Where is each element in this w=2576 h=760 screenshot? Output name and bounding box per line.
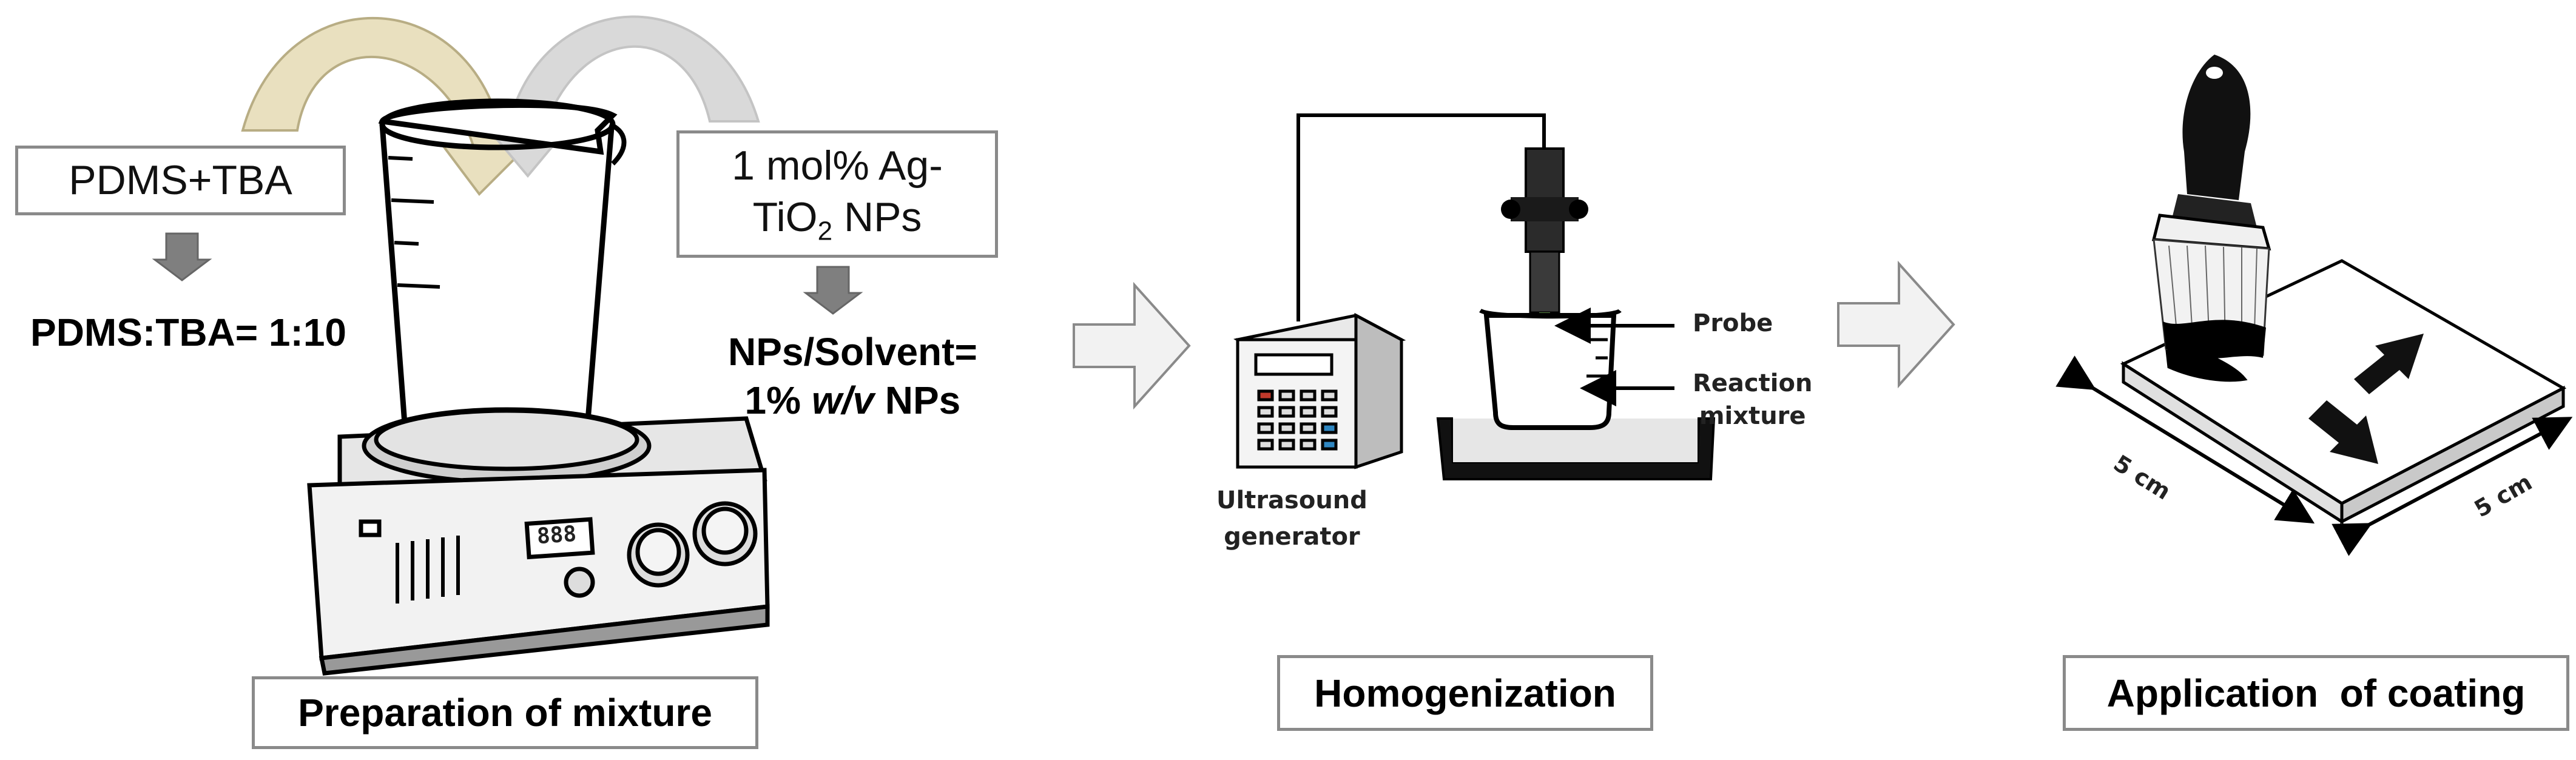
paint-brush-icon bbox=[2151, 55, 2271, 358]
down-arrow-pdms bbox=[152, 232, 212, 281]
pdms-tba-ratio: PDMS:TBA= 1:10 bbox=[30, 311, 346, 354]
ultrasound-cable bbox=[1296, 113, 1546, 321]
reaction-beaker-icon bbox=[1436, 308, 1716, 480]
ag-tio2-line1: 1 mol% Ag- bbox=[732, 143, 943, 189]
ag-tio2-box: 1 mol% Ag- TiO2 NPs bbox=[676, 130, 998, 258]
ultrasonic-probe-icon bbox=[1501, 147, 1588, 370]
np-solvent-ratio: NPs/Solvent= 1% w/v NPs bbox=[728, 330, 977, 422]
pdms-tba-label: PDMS+TBA bbox=[69, 157, 292, 203]
process-arrow-2 bbox=[1837, 260, 1955, 389]
probe-label: Probe bbox=[1693, 309, 1773, 337]
caption-application: Application of coating bbox=[2063, 655, 2569, 731]
reaction-mixture-label: Reaction mixture bbox=[1693, 369, 1813, 430]
hotplate-display-readout: 888 bbox=[536, 521, 578, 550]
ultrasound-generator-label: Ultrasound generator bbox=[1216, 486, 1367, 551]
dimension-arrow-left bbox=[2055, 355, 2315, 524]
caption-preparation: Preparation of mixture bbox=[252, 676, 758, 749]
ag-tio2-line2: TiO2 NPs bbox=[752, 194, 922, 246]
caption-homogenization: Homogenization bbox=[1277, 655, 1653, 731]
pdms-tba-box: PDMS+TBA bbox=[15, 146, 346, 215]
dimension-arrow-right bbox=[2332, 417, 2573, 556]
down-arrow-nps bbox=[803, 266, 863, 315]
ultrasound-generator-icon bbox=[1233, 312, 1406, 469]
process-arrow-1 bbox=[1073, 281, 1191, 410]
hotplate-icon bbox=[307, 407, 770, 676]
